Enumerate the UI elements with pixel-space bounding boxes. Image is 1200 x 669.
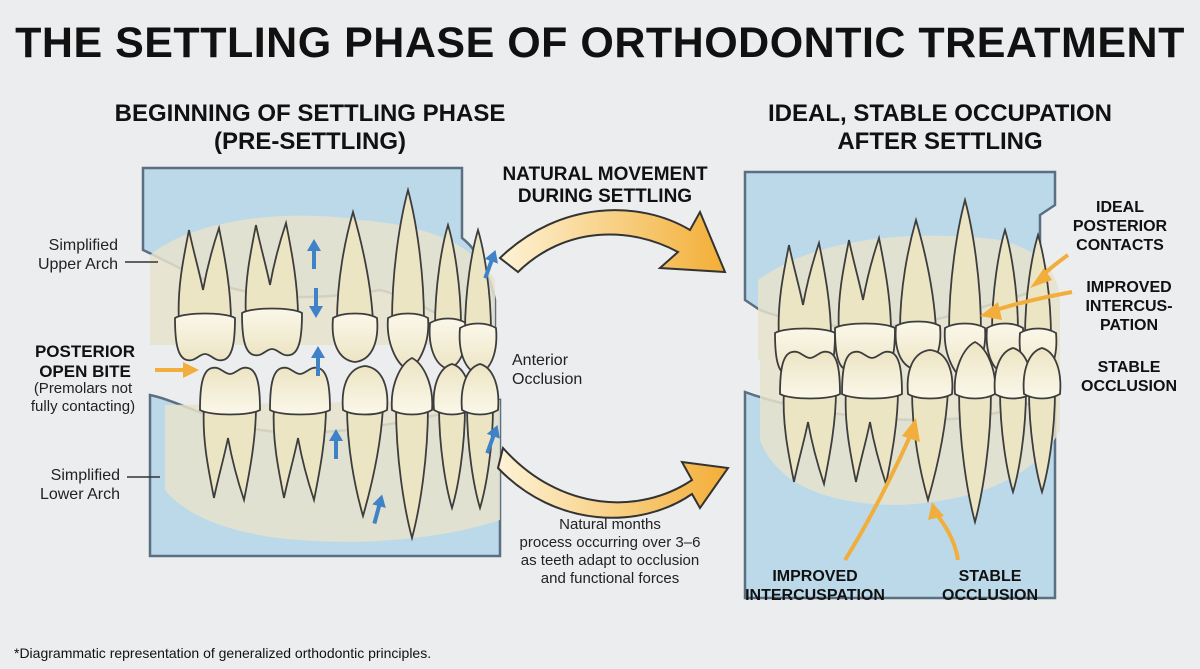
stable-bottom-line-2: OCCLUSION xyxy=(942,587,1038,604)
upper-arch-line-1: Simplified xyxy=(48,237,118,254)
improved-right-line-2: INTERCUS- xyxy=(1085,298,1173,315)
label-stable-occlusion-right: STABLE OCCLUSION xyxy=(1064,358,1194,396)
posterior-contacts-line-1: IDEAL xyxy=(1096,199,1144,216)
movement-heading-line-1: NATURAL MOVEMENT xyxy=(502,164,708,185)
footnote: *Diagrammatic representation of generali… xyxy=(14,645,432,661)
process-line-4: and functional forces xyxy=(540,570,680,587)
lower-arch-line-1: Simplified xyxy=(50,467,120,484)
label-ideal-posterior-contacts: IDEAL POSTERIOR CONTACTS xyxy=(1060,198,1180,255)
label-upper-arch: Simplified Upper Arch xyxy=(10,236,118,274)
left-jaw-illustration xyxy=(125,166,507,558)
natural-movement-heading: NATURAL MOVEMENT DURING SETTLING xyxy=(480,164,730,208)
process-line-3: as teeth adapt to occlusion xyxy=(520,552,700,569)
label-stable-occlusion-bottom: STABLE OCCLUSION xyxy=(925,567,1055,605)
label-improved-intercuspation-right: IMPROVED INTERCUS- PATION xyxy=(1064,278,1194,335)
right-jaw-illustration xyxy=(743,170,1073,600)
upper-arch-line-2: Upper Arch xyxy=(37,256,118,273)
open-bite-line-2: OPEN BITE xyxy=(39,362,131,381)
movement-heading-line-2: DURING SETTLING xyxy=(517,186,693,207)
improved-right-line-1: IMPROVED xyxy=(1086,279,1172,296)
posterior-contacts-line-2: POSTERIOR xyxy=(1072,218,1168,235)
label-improved-intercuspation-bottom: IMPROVED INTERCUSPATION xyxy=(730,567,900,605)
open-bite-note-line-2: fully contacting) xyxy=(30,398,136,415)
right-heading-line-1: IDEAL, STABLE OCCUPATION xyxy=(768,100,1112,127)
big-curved-arrow-bottom xyxy=(496,445,730,519)
label-lower-arch: Simplified Lower Arch xyxy=(10,466,120,504)
big-curved-arrow-top xyxy=(498,209,727,274)
anterior-line-2: Occlusion xyxy=(512,371,583,388)
left-panel-heading: BEGINNING OF SETTLING PHASE (PRE-SETTLIN… xyxy=(80,100,540,156)
stable-bottom-line-1: STABLE xyxy=(958,568,1022,585)
posterior-contacts-line-3: CONTACTS xyxy=(1076,237,1164,254)
page-title: THE SETTLING PHASE OF ORTHODONTIC TREATM… xyxy=(15,19,1185,67)
left-heading-line-2: (PRE-SETTLING) xyxy=(214,128,406,155)
left-heading-line-1: BEGINNING OF SETTLING PHASE xyxy=(114,100,506,127)
right-panel-heading: IDEAL, STABLE OCCUPATION AFTER SETTLING xyxy=(740,100,1140,156)
stable-right-line-2: OCCLUSION xyxy=(1081,378,1177,395)
label-anterior-occlusion: Anterior Occlusion xyxy=(512,351,622,389)
label-posterior-open-bite: POSTERIOR OPEN BITE xyxy=(20,342,150,382)
open-bite-note-line-1: (Premolars not xyxy=(33,380,133,397)
stable-right-line-1: STABLE xyxy=(1097,359,1161,376)
improved-bottom-line-2: INTERCUSPATION xyxy=(745,587,885,604)
process-line-1: Natural months xyxy=(559,516,661,533)
improved-bottom-line-1: IMPROVED xyxy=(772,568,858,585)
right-heading-line-2: AFTER SETTLING xyxy=(837,128,1043,155)
process-description: Natural months process occurring over 3–… xyxy=(500,516,720,588)
lower-arch-line-2: Lower Arch xyxy=(39,486,120,503)
improved-right-line-3: PATION xyxy=(1099,317,1159,334)
open-bite-line-1: POSTERIOR xyxy=(34,342,136,361)
label-open-bite-note: (Premolars not fully contacting) xyxy=(8,380,158,416)
process-line-2: process occurring over 3–6 xyxy=(519,534,701,551)
anterior-line-1: Anterior xyxy=(512,352,569,369)
